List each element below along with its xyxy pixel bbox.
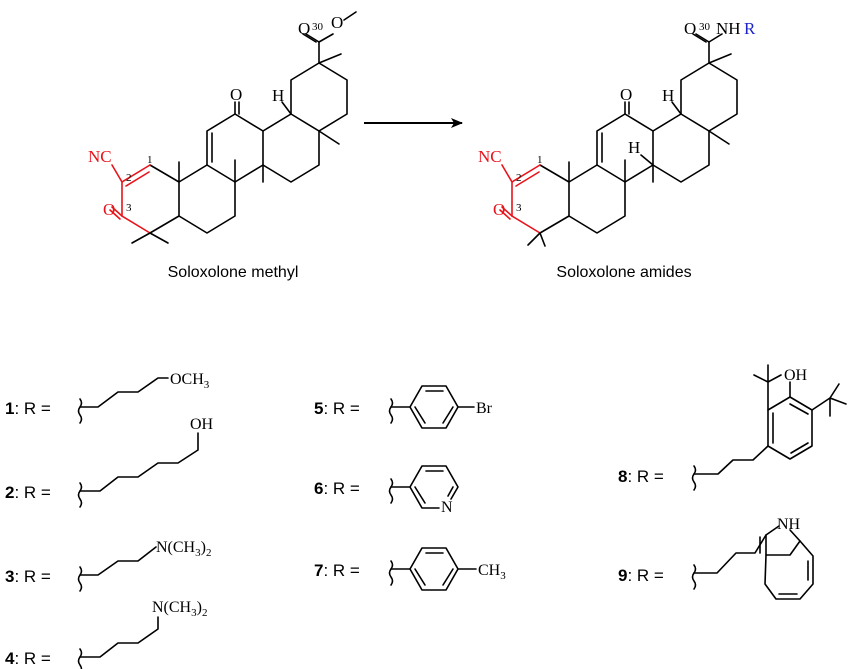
substituent-4: 4: R = N(CH3)2: [5, 599, 207, 669]
r-equals-label: : R =: [323, 479, 359, 498]
carbon-1-label: 1: [147, 154, 153, 166]
methyl-group: CH3: [478, 562, 506, 582]
carbon-2-label: 2: [126, 172, 132, 184]
r-equals-label: : R =: [14, 649, 50, 668]
substituent-7: 7: R = CH3: [314, 547, 506, 591]
compound-number: 9: [618, 566, 627, 585]
hydroxyl-group: OH: [190, 416, 214, 433]
soloxolone-methyl-structure: [109, 11, 357, 244]
svg-text:2: R =: 2: R =: [5, 483, 51, 502]
dimethylamino-group: N(CH3)2: [156, 539, 211, 559]
r-equals-label: : R =: [323, 561, 359, 580]
ketone-oxygen: O: [620, 85, 632, 104]
carbon-2-label: 2: [516, 172, 522, 184]
substituent-6: 6: R = N: [314, 465, 459, 516]
compound-number: 7: [314, 561, 323, 580]
hydrogen-label-mid: H: [628, 138, 640, 157]
svg-text:3: R =: 3: R =: [5, 567, 51, 586]
svg-text:1: R =: 1: R =: [5, 399, 51, 418]
r-equals-label: : R =: [627, 467, 663, 486]
svg-text:8: R =: 8: R =: [618, 467, 664, 486]
pyridine-nitrogen: N: [441, 499, 453, 516]
indole-nh: NH: [777, 516, 801, 533]
amide-nh: NH: [716, 19, 741, 38]
dimethylamino-group: N(CH3)2: [152, 599, 207, 619]
svg-text:6: R =: 6: R =: [314, 479, 360, 498]
substituent-3: 3: R = N(CH3)2: [5, 539, 211, 592]
substituent-9: 9: R = NH: [618, 516, 814, 600]
svg-text:7: R =: 7: R =: [314, 561, 360, 580]
hydrogen-label: H: [272, 86, 284, 105]
substituent-1: 1: R = OCH3: [5, 371, 210, 424]
nitrile-group: NC: [478, 147, 502, 166]
svg-text:5: R =: 5: R =: [314, 399, 360, 418]
ester-oxygen: O: [331, 13, 343, 32]
carbon-3-label: 3: [516, 202, 522, 214]
compound-number: 1: [5, 399, 14, 418]
substituent-8: 8: R = OH: [618, 364, 847, 491]
soloxolone-methyl-caption: Soloxolone methyl: [168, 264, 299, 281]
r-equals-label: : R =: [323, 399, 359, 418]
bromo-group: Br: [476, 400, 493, 417]
substituent-5: 5: R = Br: [314, 385, 493, 429]
r-equals-label: : R =: [14, 483, 50, 502]
substituent-2: 2: R = OH: [5, 416, 214, 508]
compound-number: 5: [314, 399, 323, 418]
carbon-30-label: 30: [699, 21, 711, 33]
soloxolone-amide-structure: [499, 33, 738, 247]
r-equals-label: : R =: [14, 567, 50, 586]
carbon-3-label: 3: [126, 202, 132, 214]
carbon-30-label: 30: [312, 21, 324, 33]
nitrile-group: NC: [88, 147, 112, 166]
amide-carbonyl-oxygen: O: [684, 19, 696, 38]
methoxy-group: OCH3: [170, 371, 210, 391]
r-group-label: R: [744, 19, 756, 38]
compound-number: 4: [5, 649, 15, 668]
r-equals-label: : R =: [627, 566, 663, 585]
r-equals-label: : R =: [14, 399, 50, 418]
ring-a-oxygen: O: [103, 200, 115, 219]
ring-a-oxygen: O: [493, 200, 505, 219]
compound-number: 8: [618, 467, 627, 486]
ester-carbonyl-oxygen: O: [298, 19, 310, 38]
svg-text:4: R =: 4: R =: [5, 649, 51, 668]
svg-text:9: R =: 9: R =: [618, 566, 664, 585]
carbon-1-label: 1: [537, 154, 543, 166]
soloxolone-amides-caption: Soloxolone amides: [556, 264, 691, 281]
hydroxyl-group: OH: [784, 367, 808, 384]
compound-number: 3: [5, 567, 14, 586]
compound-number: 6: [314, 479, 323, 498]
compound-number: 2: [5, 483, 14, 502]
ketone-oxygen: O: [230, 85, 242, 104]
hydrogen-label-top: H: [662, 86, 674, 105]
